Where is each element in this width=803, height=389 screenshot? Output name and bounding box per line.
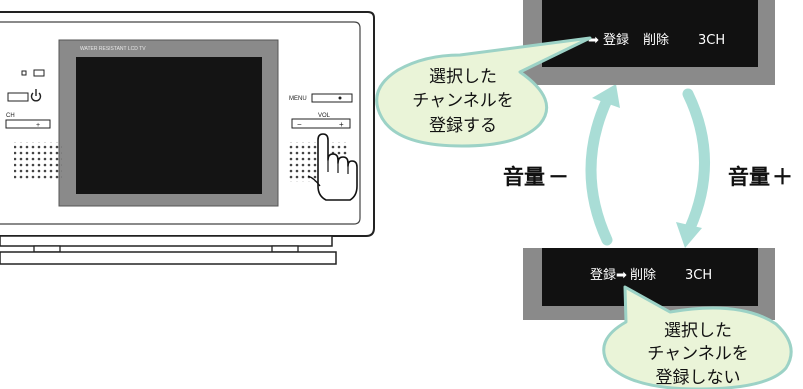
volume-up-label: 音量 bbox=[728, 165, 770, 189]
osd-screen-bottom: 登録 ➡ 削除 3CH bbox=[523, 248, 775, 320]
bubble-no-register-shape bbox=[602, 285, 793, 389]
arrow-head-up bbox=[592, 84, 620, 108]
tv-ir-sensor bbox=[33, 69, 45, 77]
osd-screen-top: ➡ 登録 削除 3CH bbox=[523, 0, 775, 85]
tv-base bbox=[0, 235, 333, 247]
arrow-head-down bbox=[676, 222, 702, 248]
tv-frame bbox=[0, 21, 361, 225]
tv-ch-button[interactable] bbox=[5, 119, 51, 129]
tv-screen bbox=[76, 57, 262, 194]
arrow-volume-down bbox=[585, 94, 613, 246]
osd-bottom-display bbox=[542, 248, 758, 306]
tv-indicator-led bbox=[21, 70, 27, 76]
osd-top-arrow: ➡ bbox=[588, 33, 599, 48]
tv-vol-label: VOL bbox=[318, 113, 331, 119]
osd-top-delete: 削除 bbox=[643, 33, 669, 48]
bubble-no-register-line2: チャンネルを bbox=[647, 344, 749, 364]
tv-power-slot[interactable] bbox=[7, 92, 29, 102]
pointing-hand-icon bbox=[307, 133, 358, 201]
cycle-arrows bbox=[585, 84, 710, 248]
speaker-grill-left bbox=[14, 142, 62, 180]
osd-bottom-channel: 3CH bbox=[685, 268, 712, 283]
tv-foot-right bbox=[271, 245, 299, 253]
osd-top-register: 登録 bbox=[603, 33, 629, 48]
tv-foot-left bbox=[33, 245, 61, 253]
bubble-no-register: 選択した チャンネルを 登録しない bbox=[602, 285, 793, 389]
osd-bottom-arrow: ➡ bbox=[616, 268, 627, 283]
bubble-no-register-line1: 選択した bbox=[664, 321, 732, 341]
volume-down-sign: － bbox=[548, 165, 569, 189]
osd-top-channel: 3CH bbox=[698, 33, 725, 48]
volume-up-sign: ＋ bbox=[772, 165, 793, 189]
bubble-register-line3: 登録する bbox=[429, 116, 497, 136]
tv-stand bbox=[0, 251, 337, 265]
bubble-register-line1: 選択した bbox=[429, 67, 497, 87]
osd-top-display bbox=[542, 0, 758, 67]
bubble-register-line2: チャンネルを bbox=[412, 91, 514, 111]
tv-menu-label: MENU bbox=[289, 96, 307, 102]
tv-ch-label: CH bbox=[6, 113, 15, 119]
arrow-volume-up bbox=[682, 88, 710, 234]
osd-bottom-register: 登録 bbox=[590, 268, 616, 283]
tv-menu-button[interactable] bbox=[311, 93, 353, 103]
tv-vol-plus: + bbox=[339, 120, 344, 129]
osd-bottom-delete: 削除 bbox=[630, 268, 656, 283]
tv-set: WATER RESISTANT LCD TV CH + MENU VOL − + bbox=[0, 11, 375, 265]
tv-vol-minus: − bbox=[297, 120, 302, 129]
tv-menu-dot bbox=[338, 96, 342, 100]
tv-vol-button[interactable] bbox=[291, 118, 351, 129]
bubble-register-shape bbox=[375, 36, 592, 148]
bubble-no-register-line3: 登録しない bbox=[656, 368, 741, 388]
power-icon[interactable] bbox=[30, 89, 42, 102]
volume-down-label: 音量 bbox=[503, 165, 545, 189]
tv-brand-text: WATER RESISTANT LCD TV bbox=[80, 46, 146, 52]
tv-ch-plus: + bbox=[36, 122, 40, 129]
bubble-register: 選択した チャンネルを 登録する bbox=[375, 36, 592, 148]
